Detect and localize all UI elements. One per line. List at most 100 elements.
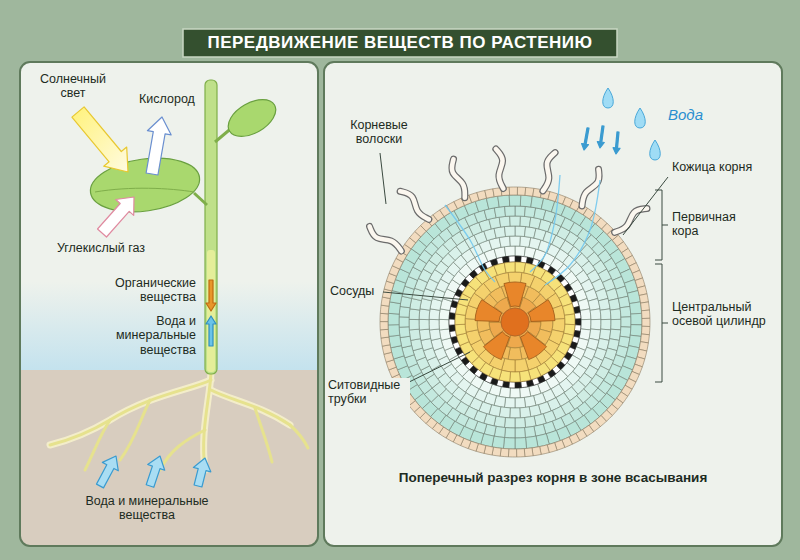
drawing-part: [380, 187, 650, 457]
leader-line: [383, 292, 468, 300]
drawing-part: [206, 316, 216, 346]
drawing-part: [510, 236, 521, 246]
drawing-part: [520, 216, 531, 227]
part-label: Корневые волоски: [336, 118, 422, 147]
stem-glow: [207, 250, 215, 372]
drawing-part: [409, 216, 621, 428]
drawing-part: [429, 236, 601, 408]
drawing-part: [504, 282, 526, 307]
title-band: [183, 29, 617, 57]
drawing-part: [517, 449, 525, 457]
drawing-part: [222, 92, 282, 144]
drawing-part: [388, 302, 400, 314]
drawing-part: [630, 302, 642, 314]
part-label: Кислород: [127, 92, 207, 106]
drawing-part: [510, 372, 521, 382]
drawing-part: [509, 187, 517, 195]
part-label: Кожица корня: [672, 160, 768, 174]
drawing-part: [120, 400, 150, 460]
drawing-part: [515, 226, 526, 237]
drawing-part: [510, 216, 521, 226]
drawing-part: [575, 319, 581, 325]
drawing-part: [524, 448, 533, 457]
drawing-part: [530, 175, 560, 272]
drawing-part: [501, 308, 529, 336]
drawing-part: [445, 205, 495, 282]
drawing-part: [620, 306, 631, 317]
drawing-part: [635, 108, 646, 128]
drawing-part: [380, 305, 389, 314]
drawing-part: [455, 262, 575, 382]
drawing-part: [50, 380, 211, 445]
drawing-part: [515, 382, 521, 388]
drawing-part: [525, 187, 534, 196]
drawing-part: [95, 188, 194, 192]
drawing-part: [194, 193, 207, 205]
drawing-part: [388, 313, 399, 325]
drawing-part: [582, 128, 589, 150]
drawing-part: [515, 359, 528, 372]
drawing-part: [494, 206, 505, 217]
drawing-part: [455, 324, 466, 335]
leader-line: [380, 153, 386, 204]
drawing-part: [613, 132, 620, 154]
drawing-part: [255, 408, 272, 462]
drawing-part: [211, 390, 290, 425]
drawing-part: [146, 117, 171, 175]
water-drops: [603, 88, 661, 160]
drawing-part: [504, 397, 515, 408]
drawing-part: [642, 318, 650, 326]
bracket: [655, 264, 668, 382]
drawing-part: [515, 397, 526, 408]
drawing-part: [525, 416, 536, 427]
drawing-part: [640, 334, 649, 343]
drawing-part: [50, 380, 211, 445]
drawing-part: [515, 256, 521, 262]
drawing-part: [520, 195, 532, 207]
drawing-part: [380, 322, 388, 330]
drawing-part: [494, 227, 506, 238]
drawing-part: [621, 317, 631, 327]
root-glow: [50, 372, 290, 470]
drawing-part: [615, 209, 647, 233]
drawing-part: [439, 246, 591, 398]
drawing-part: [509, 195, 521, 206]
drawing-part: [381, 337, 390, 346]
drawing-part: [630, 325, 642, 337]
drawing-part: [211, 390, 290, 425]
drawing-part: [641, 302, 650, 311]
drawing-part: [515, 206, 525, 216]
roots: [50, 372, 308, 470]
leader-lines: [380, 153, 668, 386]
drawing-part: [591, 319, 601, 330]
drawing-part: [419, 309, 430, 320]
root-cross-section: [380, 187, 650, 457]
drawing-part: [631, 313, 642, 325]
drawing-part: [455, 314, 465, 325]
drawing-part: [389, 335, 402, 348]
drawing-part: [515, 418, 526, 428]
drawing-part: [504, 418, 515, 428]
drawing-part: [515, 246, 526, 257]
drawing-part: [399, 327, 410, 338]
drawing-part: [485, 189, 494, 198]
stem: [205, 80, 217, 374]
drawing-part: [597, 126, 604, 148]
drawing-part: [97, 456, 119, 488]
drawing-part: [509, 256, 515, 262]
drawing-part: [429, 309, 440, 320]
drawing-part: [452, 159, 465, 198]
drawing-part: [290, 425, 308, 448]
root-lines: [50, 372, 308, 470]
drawing-part: [204, 372, 211, 470]
drawing-part: [419, 319, 429, 330]
drawing-part: [439, 319, 449, 330]
drawing-part: [419, 226, 611, 418]
drawing-part: [515, 428, 525, 438]
drawing-part: [610, 309, 621, 320]
leader-line: [401, 352, 470, 386]
drawing-part: [409, 309, 420, 320]
title: ПЕРЕДВИЖЕНИЕ ВЕЩЕСТВ ПО РАСТЕНИЮ: [183, 29, 617, 57]
right-panel: [324, 62, 782, 546]
drawing-part: [380, 329, 389, 338]
